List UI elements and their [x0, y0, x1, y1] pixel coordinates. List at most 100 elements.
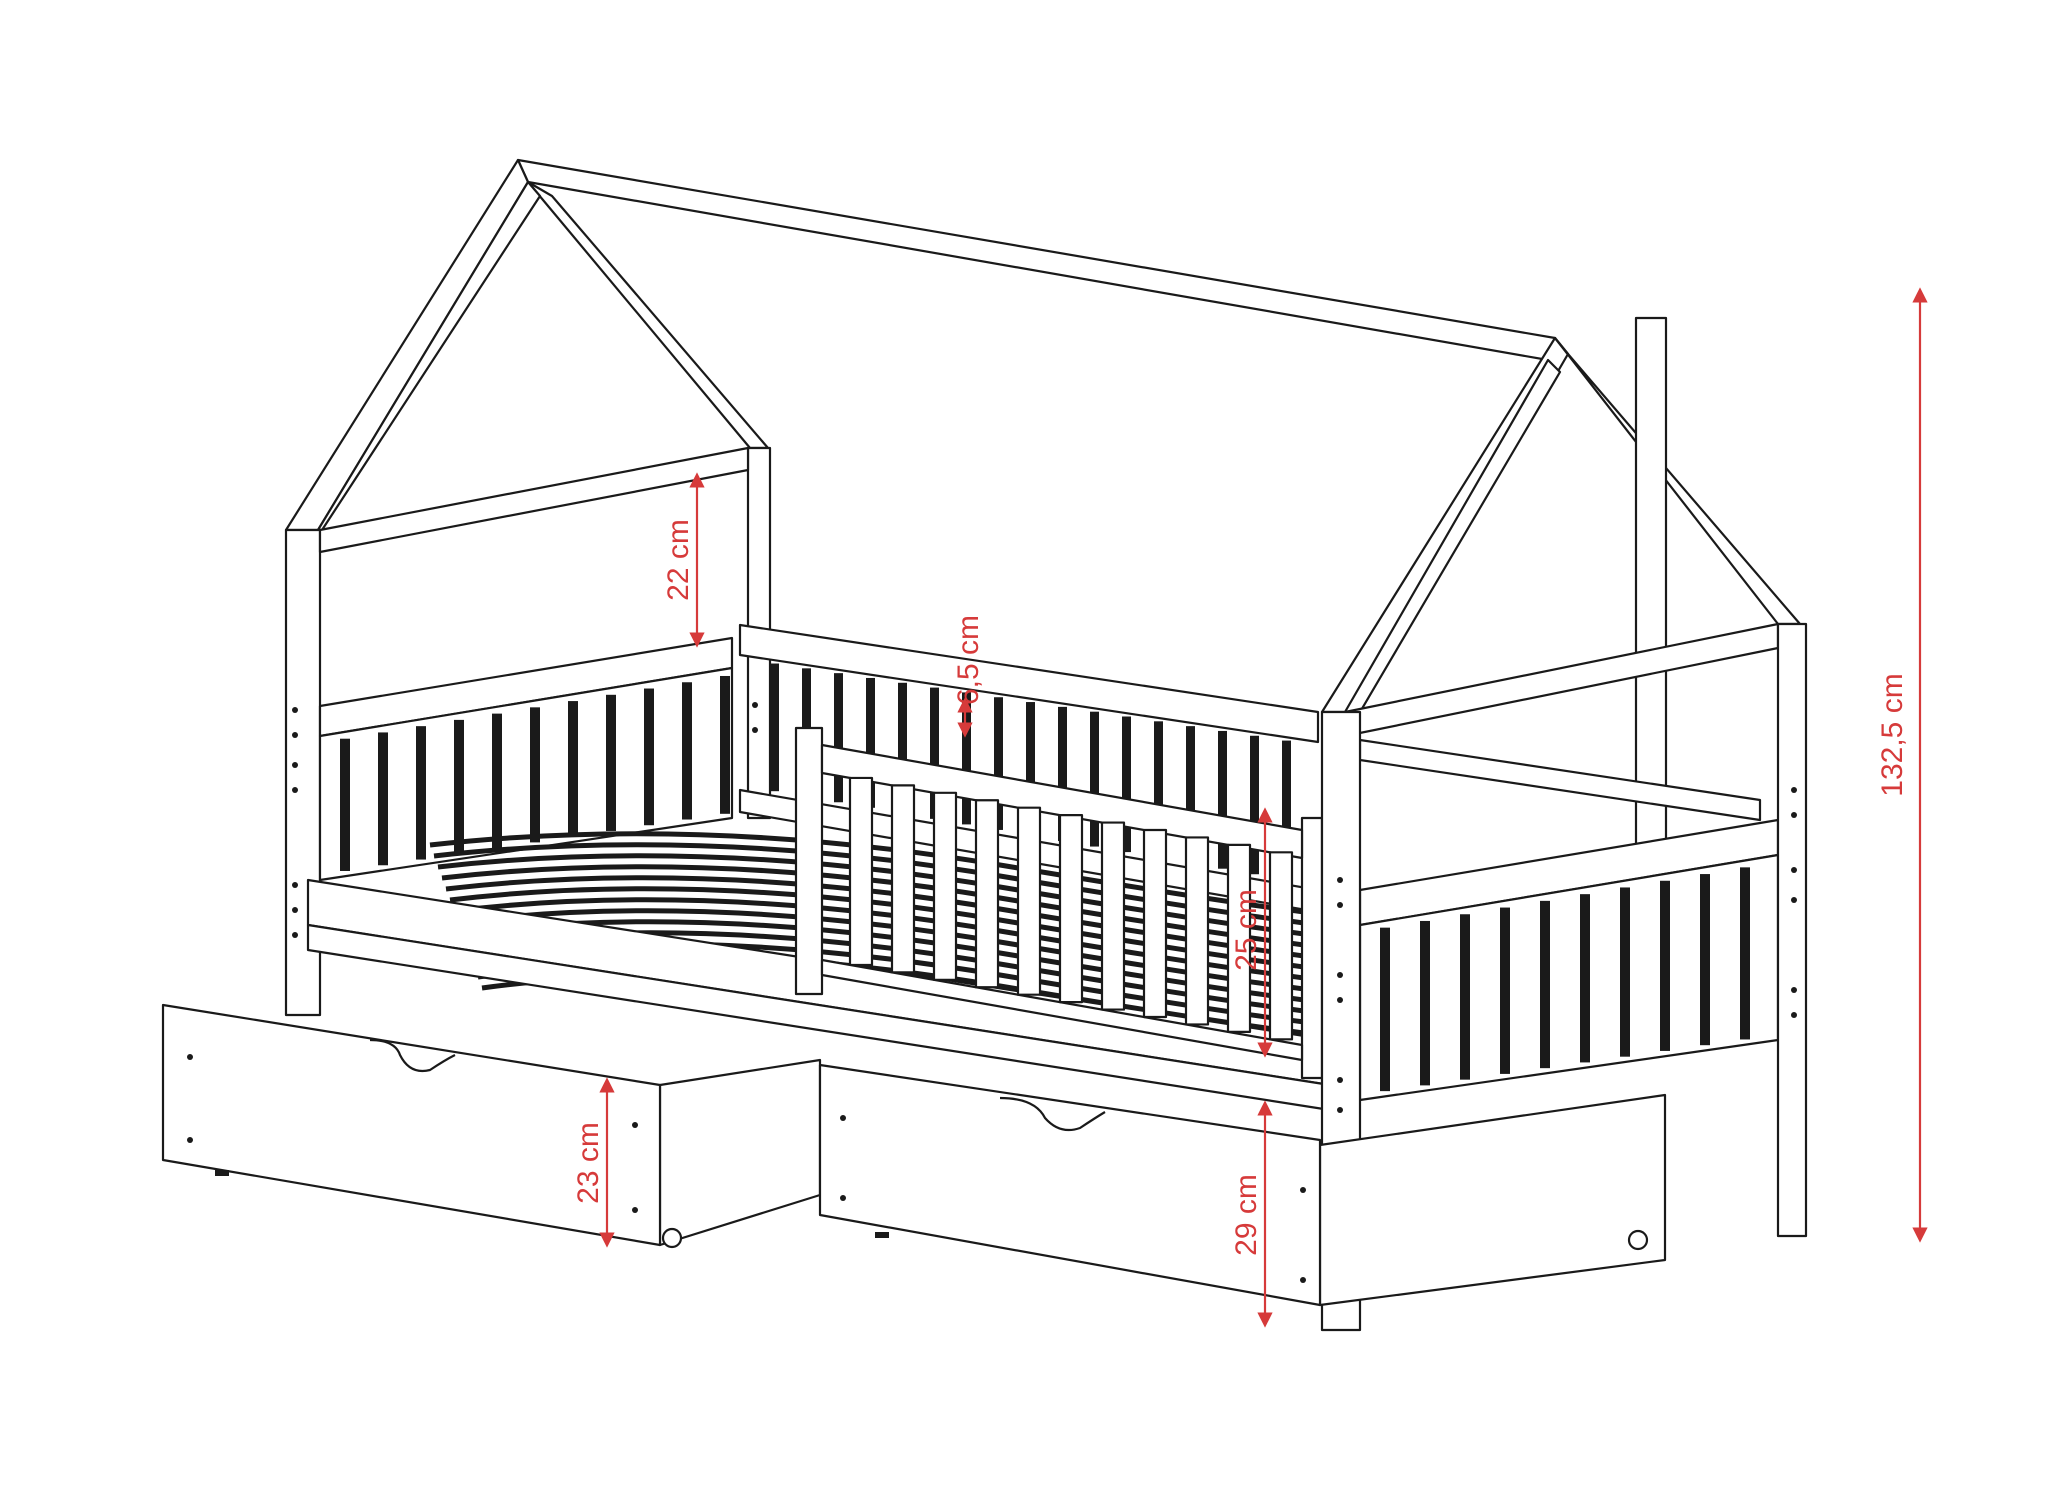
- post-hole: [292, 882, 298, 888]
- post-hole: [292, 932, 298, 938]
- drawer-left-screw: [632, 1122, 638, 1128]
- drawer-right-screw: [840, 1115, 846, 1121]
- headboard-slat-gap: [568, 701, 578, 837]
- drawer-left-handle: [369, 1038, 456, 1073]
- back-slat-gap: [1090, 711, 1099, 847]
- post-hole: [752, 727, 758, 733]
- drawer-left-wheel: [661, 1227, 683, 1249]
- footboard-top-rail: [1343, 622, 1780, 738]
- footboard-slat-gap: [1460, 914, 1470, 1080]
- footboard-slat-gap: [1380, 927, 1390, 1092]
- barrier-slat: [890, 784, 916, 974]
- post-hole: [1791, 867, 1797, 873]
- footboard-back-rail: [1358, 738, 1762, 822]
- drawer-left-screw: [187, 1054, 193, 1060]
- drawer-right-handle: [999, 1096, 1106, 1132]
- dimension-annotations: 22 cm 6,5 cm 25 cm 23 cm 29 cm 132,5 cm: [572, 287, 1928, 1328]
- headboard-slat-gap: [492, 713, 502, 849]
- headboard-slat-gap: [454, 719, 464, 854]
- dim-rail-height-label: 6,5 cm: [952, 615, 985, 705]
- drawer-left-front: [161, 1003, 662, 1247]
- post-hole: [292, 762, 298, 768]
- headboard-slat-gap: [378, 732, 388, 866]
- post-hole: [292, 732, 298, 738]
- footboard-right-post: [1776, 622, 1808, 1238]
- barrier-slat: [1016, 806, 1042, 996]
- back-slat-gap: [994, 697, 1003, 830]
- post-hole: [1337, 1077, 1343, 1083]
- footboard: [1320, 622, 1808, 1332]
- barrier-slat: [1226, 843, 1252, 1033]
- back-slat-gap: [1122, 716, 1131, 853]
- back-top-rail: [738, 623, 1320, 744]
- post-hole: [292, 907, 298, 913]
- drawer-right-screw: [840, 1195, 846, 1201]
- drawer-right-side: [1318, 1093, 1667, 1307]
- back-slat-gap: [1058, 706, 1067, 842]
- post-hole: [1337, 877, 1343, 883]
- dim-barrier-height-label: 25 cm: [1230, 889, 1263, 971]
- dim-headboard-gap-label: 22 cm: [662, 519, 695, 601]
- post-hole: [292, 707, 298, 713]
- back-slat-gap: [866, 677, 875, 808]
- back-slat-gap: [1250, 735, 1259, 875]
- barrier-slat: [974, 799, 1000, 989]
- back-slat-gap: [1186, 726, 1195, 864]
- footboard-slat-gap: [1540, 900, 1550, 1069]
- dim-total-height-label: 132,5 cm: [1876, 673, 1909, 796]
- drawer-left-screw: [632, 1207, 638, 1213]
- barrier-slat: [932, 791, 958, 981]
- post-hole: [1337, 902, 1343, 908]
- footboard-slat-gap: [1660, 880, 1670, 1051]
- barrier-slat: [1268, 851, 1294, 1041]
- back-slat-gap: [1218, 730, 1227, 869]
- post-hole: [1791, 1012, 1797, 1018]
- headboard-slat-gap: [644, 688, 654, 826]
- headboard-slat-gap: [606, 694, 616, 831]
- footboard-slats: [1380, 867, 1750, 1092]
- back-gable-inner-rafter: [1343, 358, 1562, 714]
- post-hole: [1791, 812, 1797, 818]
- drawer-left-foot: [215, 1170, 229, 1176]
- back-slat-gap: [1154, 721, 1163, 858]
- headboard-slat-gap: [720, 675, 730, 814]
- barrier-top-rail: [820, 743, 1304, 860]
- footboard-slat-gap: [1620, 887, 1630, 1057]
- headboard-slats: [340, 675, 730, 871]
- post-hole: [292, 787, 298, 793]
- headboard-slat-gap: [682, 682, 692, 820]
- post-hole: [1791, 987, 1797, 993]
- post-hole: [1337, 997, 1343, 1003]
- headboard-slat-gap: [416, 726, 426, 860]
- drawer-left-screw: [187, 1137, 193, 1143]
- barrier-slat: [1100, 821, 1126, 1011]
- barrier-bottom-rail: [820, 958, 1304, 1062]
- footboard-slat-gap: [1740, 867, 1750, 1040]
- drawer-right-wheel: [1627, 1229, 1649, 1251]
- drawer-right-front: [818, 1063, 1322, 1307]
- barrier-right-post: [1300, 816, 1324, 1080]
- back-slat-gap: [930, 687, 939, 819]
- drawer-right-screw: [1300, 1277, 1306, 1283]
- safety-barrier: [794, 726, 1324, 1080]
- post-holes: [292, 702, 1797, 1113]
- front-gable-left-rafter: [284, 158, 530, 532]
- barrier-slat: [1058, 814, 1084, 1004]
- back-slats: [770, 663, 1291, 880]
- barrier-slat: [848, 776, 874, 967]
- footboard-slat-gap: [1500, 907, 1510, 1074]
- barrier-left-post: [794, 726, 824, 996]
- back-slat-gap: [1282, 740, 1291, 880]
- dim-floor-clearance-label: 29 cm: [1230, 1174, 1263, 1256]
- back-slat-gap: [834, 673, 843, 803]
- front-gable-inner-rafter: [316, 180, 542, 532]
- barrier-slat: [1142, 828, 1168, 1019]
- roof-ridge-beam: [516, 158, 1557, 362]
- headboard-slat-gap: [530, 707, 540, 843]
- back-slat-gap: [962, 692, 971, 825]
- dim-drawer-height-label: 23 cm: [572, 1122, 605, 1204]
- post-hole: [752, 702, 758, 708]
- headboard-slat-gap: [340, 738, 350, 871]
- back-slat-gap: [1026, 702, 1035, 836]
- back-slat-gap: [770, 663, 779, 792]
